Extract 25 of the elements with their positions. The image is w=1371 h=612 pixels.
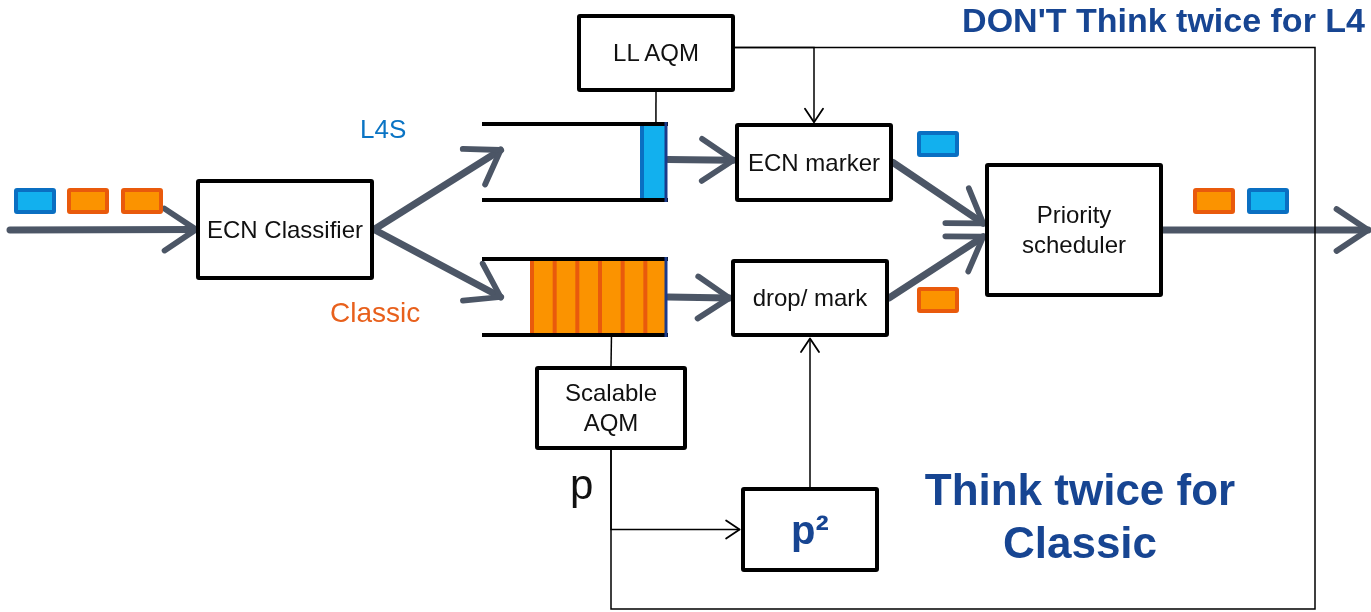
arrow bbox=[800, 337, 820, 488]
connector-line bbox=[655, 91, 657, 123]
process-box bbox=[741, 487, 879, 572]
queue-drawing bbox=[482, 122, 668, 202]
process-box bbox=[985, 163, 1163, 297]
box-label: ECN Classifier bbox=[206, 214, 364, 245]
box-label: drop/ mark bbox=[751, 283, 869, 313]
signal-label: p bbox=[570, 460, 594, 510]
connector-line bbox=[610, 46, 1316, 610]
box-label: ECN marker bbox=[747, 147, 881, 178]
box-label: Priority scheduler bbox=[1020, 200, 1128, 260]
process-box bbox=[731, 259, 889, 337]
heading: DON'T Think twice for L4 bbox=[962, 0, 1365, 41]
queue-label: Classic bbox=[330, 296, 421, 330]
queue-label: L4S bbox=[360, 114, 407, 146]
box-label: LL AQM bbox=[612, 38, 700, 68]
box-label: Scalable AQM bbox=[563, 378, 659, 438]
process-box bbox=[196, 179, 374, 280]
process-box bbox=[735, 123, 893, 202]
queue-drawing bbox=[482, 257, 668, 337]
process-box bbox=[577, 14, 735, 92]
connector-line bbox=[610, 336, 613, 367]
note-text: Think twice for Classic bbox=[923, 464, 1237, 569]
process-box bbox=[535, 366, 687, 450]
formula-text: p² bbox=[790, 506, 830, 554]
